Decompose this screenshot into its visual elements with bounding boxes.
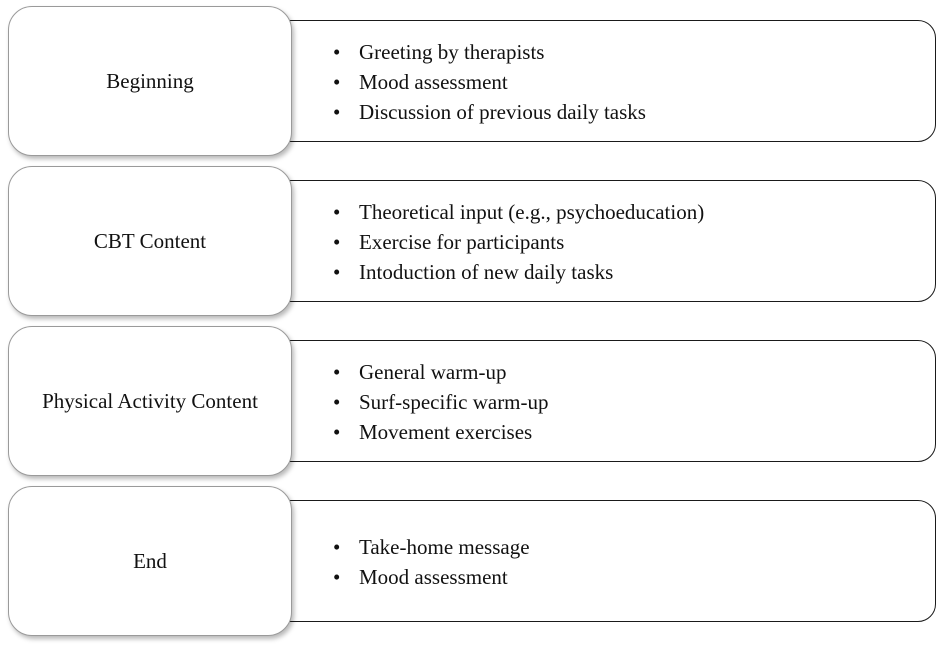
physical-activity-details-box: General warm-up Surf-specific warm-up Mo…	[268, 340, 936, 462]
physical-activity-phase-label: Physical Activity Content	[42, 388, 258, 413]
physical-activity-item: Surf-specific warm-up	[333, 387, 549, 417]
beginning-item: Discussion of previous daily tasks	[333, 97, 646, 127]
beginning-details-box: Greeting by therapists Mood assessment D…	[268, 20, 936, 142]
end-item: Mood assessment	[333, 562, 530, 592]
end-item: Take-home message	[333, 532, 530, 562]
end-details-box: Take-home message Mood assessment	[268, 500, 936, 622]
beginning-item: Mood assessment	[333, 67, 646, 97]
physical-activity-item-list: General warm-up Surf-specific warm-up Mo…	[333, 357, 549, 447]
physical-activity-item: General warm-up	[333, 357, 549, 387]
cbt-item: Theoretical input (e.g., psychoeducation…	[333, 197, 704, 227]
cbt-item: Intoduction of new daily tasks	[333, 257, 704, 287]
beginning-item-list: Greeting by therapists Mood assessment D…	[333, 37, 646, 127]
end-phase-box: End	[8, 486, 292, 636]
end-phase-label: End	[133, 548, 167, 573]
beginning-phase-box: Beginning	[8, 6, 292, 156]
cbt-details-box: Theoretical input (e.g., psychoeducation…	[268, 180, 936, 302]
cbt-phase-label: CBT Content	[93, 228, 207, 253]
physical-activity-item: Movement exercises	[333, 417, 549, 447]
end-item-list: Take-home message Mood assessment	[333, 532, 530, 592]
physical-activity-phase-box: Physical Activity Content	[8, 326, 292, 476]
beginning-item: Greeting by therapists	[333, 37, 646, 67]
cbt-item-list: Theoretical input (e.g., psychoeducation…	[333, 197, 704, 287]
cbt-phase-box: CBT Content	[8, 166, 292, 316]
cbt-item: Exercise for participants	[333, 227, 704, 257]
beginning-phase-label: Beginning	[106, 68, 194, 93]
